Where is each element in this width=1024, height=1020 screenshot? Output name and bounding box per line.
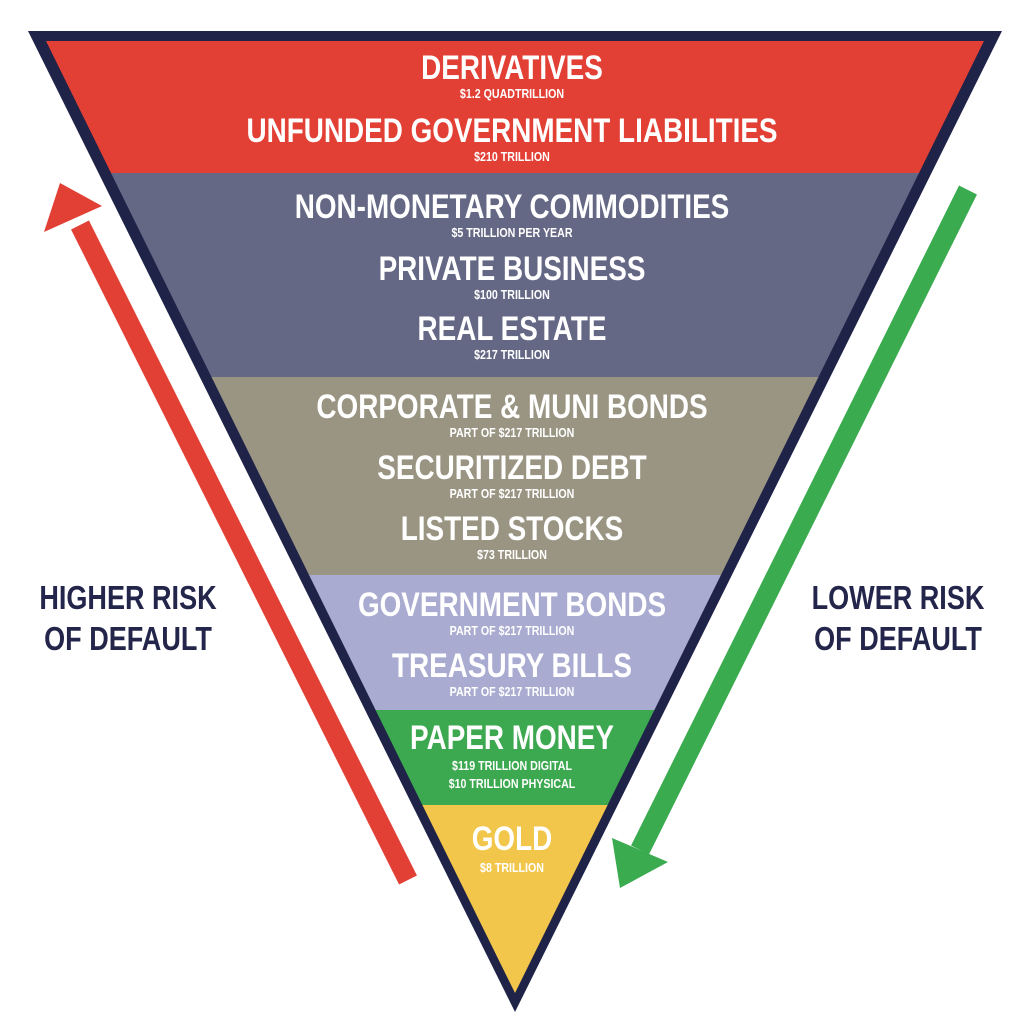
tier-title-gold: GOLD [472,819,553,857]
tier-title-paper-money: PAPER MONEY [410,718,614,756]
tier-value-treasury-bills: PART OF $217 TRILLION [450,684,575,699]
tier-title-commodities: NON-MONETARY COMMODITIES [295,187,730,225]
tier-title-unfunded-liabilities: UNFUNDED GOVERNMENT LIABILITIES [246,111,777,149]
tier-value-real-estate: $217 TRILLION [474,347,550,362]
tier-value-derivatives: $1.2 QUADTRILLION [460,86,564,101]
lower-risk-label-line2: OF DEFAULT [814,622,982,658]
higher-risk-label-line1: HIGHER RISK [39,581,216,617]
higher-risk-label-line2: OF DEFAULT [44,622,212,658]
up-arrow-icon [44,183,417,885]
tier-value-listed-stocks: $73 TRILLION [477,547,547,562]
tier-value-commodities: $5 TRILLION PER YEAR [451,225,572,240]
tier-title-listed-stocks: LISTED STOCKS [401,509,623,547]
tier-value-corporate-bonds: PART OF $217 TRILLION [450,425,575,440]
tier-value-private-business: $100 TRILLION [474,287,550,302]
tier-title-real-estate: REAL ESTATE [418,309,607,347]
tier-title-corporate-bonds: CORPORATE & MUNI BONDS [316,387,707,425]
tier-title-treasury-bills: TREASURY BILLS [392,646,632,684]
tier-title-securitized-debt: SECURITIZED DEBT [377,448,646,486]
tier-value-gold: $8 TRILLION [480,860,544,875]
tier-title-private-business: PRIVATE BUSINESS [379,249,646,287]
tier-value-paper-money-physical: $10 TRILLION PHYSICAL [449,776,576,791]
band-derivatives [46,41,984,173]
tier-value-unfunded-liabilities: $210 TRILLION [474,149,550,164]
down-arrow-icon [612,185,977,888]
tier-title-derivatives: DERIVATIVES [421,48,603,86]
band-commodities-business-realestate [46,173,984,377]
tier-value-government-bonds: PART OF $217 TRILLION [450,623,575,638]
lower-risk-label-line1: LOWER RISK [812,581,985,617]
tier-title-government-bonds: GOVERNMENT BONDS [358,585,666,623]
tier-value-paper-money-digital: $119 TRILLION DIGITAL [452,758,572,773]
tier-value-securitized-debt: PART OF $217 TRILLION [450,486,575,501]
